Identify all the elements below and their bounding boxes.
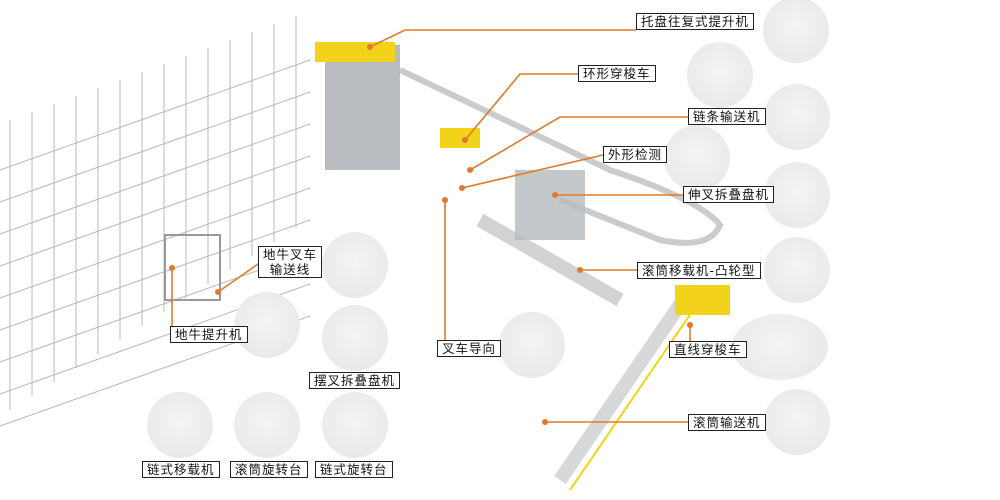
chain-turntable-thumbnail <box>322 392 388 458</box>
linear-shuttle-thumbnail <box>732 314 828 380</box>
fork-stacker-thumbnail <box>764 162 830 228</box>
label-roller-conveyor: 滚筒输送机 <box>688 414 766 431</box>
swing-fork-stacker-thumbnail <box>322 305 388 371</box>
label-roller-transfer-cam: 滚筒移载机-凸轮型 <box>637 262 761 279</box>
label-pallet-jack-line-1: 地牛叉车 <box>263 247 318 262</box>
label-chain-conveyor: 链条输送机 <box>688 108 766 125</box>
label-pallet-lift: 托盘往复式提升机 <box>636 13 755 30</box>
label-ring-shuttle: 环形穿梭车 <box>578 65 656 82</box>
label-linear-shuttle: 直线穿梭车 <box>669 341 747 358</box>
shape-check-thumbnail <box>664 125 730 191</box>
label-forklift-guide: 叉车导向 <box>437 340 502 357</box>
label-fork-stacker: 伸叉拆叠盘机 <box>683 186 775 203</box>
forklift-guide-thumbnail <box>499 312 565 378</box>
roller-turntable-thumbnail <box>234 392 300 458</box>
label-chain-turntable: 链式旋转台 <box>315 461 393 478</box>
roller-conveyor-thumbnail <box>764 389 830 455</box>
storage-racks <box>0 16 311 427</box>
label-chain-transfer: 链式移载机 <box>142 461 220 478</box>
label-roller-turntable: 滚筒旋转台 <box>230 461 308 478</box>
pallet-lift-thumbnail <box>763 0 829 63</box>
label-swing-fork-stacker: 摆叉拆叠盘机 <box>309 372 401 389</box>
chain-conveyor-thumbnail <box>764 84 830 150</box>
pallet-jack-line-thumbnail <box>322 232 388 298</box>
ring-shuttle-thumbnail <box>687 42 753 108</box>
chain-transfer-thumbnail <box>147 392 213 458</box>
label-pallet-jack-line: 地牛叉车 输送线 <box>258 246 323 278</box>
leader-lines <box>170 29 691 423</box>
roller-transfer-thumbnail <box>764 237 830 303</box>
label-shape-check: 外形检测 <box>603 146 668 163</box>
lift-tower <box>164 42 730 315</box>
label-pallet-jack-line-2: 输送线 <box>269 262 311 277</box>
pallet-jack-lift-thumbnail <box>234 292 300 358</box>
label-pallet-jack-lift: 地牛提升机 <box>170 326 248 343</box>
conveyor-loop <box>398 67 724 491</box>
leader-dots <box>169 44 693 425</box>
